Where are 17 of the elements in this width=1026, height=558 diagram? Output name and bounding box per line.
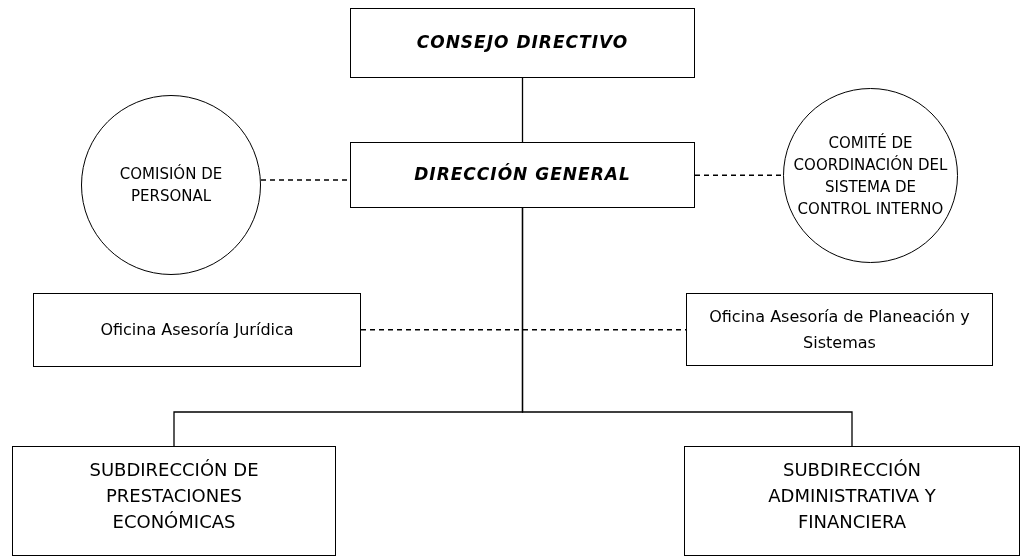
office-box: [686, 293, 993, 366]
node-label: COMISIÓN DE PERSONAL: [118, 163, 224, 207]
node-label: SUBDIRECCIÓN DE PRESTACIONES ECONÓMICAS: [88, 458, 260, 534]
node-label: Oficina Asesoría de Planeación y Sistemas: [708, 305, 971, 354]
management-box: [350, 142, 695, 208]
connector-line: [521, 77, 524, 143]
node-label: SUBDIRECCIÓN ADMINISTRATIVA Y FINANCIERA: [767, 458, 937, 534]
connector-line: [694, 174, 784, 176]
department-box: [684, 446, 1020, 556]
node-label: CONSEJO DIRECTIVO: [416, 31, 629, 55]
node-label: Oficina Asesoría Jurídica: [100, 319, 294, 341]
node-label: COMITÉ DE COORDINACIÓN DEL SISTEMA DE CONTROL INTERNO: [792, 132, 949, 220]
node-label: DIRECCIÓN GENERAL: [414, 162, 631, 187]
department-box: [12, 446, 336, 556]
connector-line: [521, 207, 853, 447]
board-box: [350, 8, 695, 78]
office-box: [33, 293, 361, 367]
